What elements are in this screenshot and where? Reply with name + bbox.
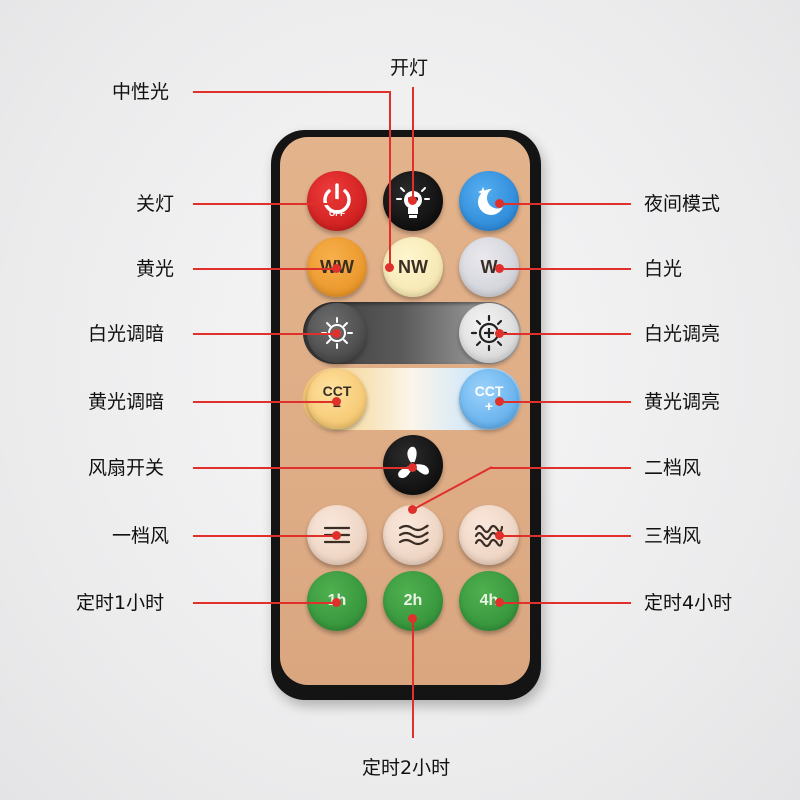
label-warm-dim: 黄光调暗 — [88, 391, 165, 413]
callout-line-neutral — [193, 91, 391, 93]
callout-dot-white-dim — [332, 329, 341, 338]
callout-dot-wind2 — [408, 505, 417, 514]
callout-dot-timer1 — [332, 598, 341, 607]
callout-line-timer1 — [193, 602, 336, 604]
label-wind-speed-1: 一档风 — [112, 525, 170, 547]
label-white-light: 白光 — [644, 258, 683, 280]
label-timer-1h: 定时1小时 — [76, 592, 165, 614]
callout-dot-light-off — [332, 199, 341, 208]
callout-line-wind2 — [490, 467, 631, 469]
label-light-off: 关灯 — [136, 193, 175, 215]
cct-minus-sign: − — [332, 398, 342, 414]
cct-minus-label: CCT − — [323, 384, 352, 414]
callout-dot-warm-dim — [332, 397, 341, 406]
callout-line-wind3 — [499, 535, 631, 537]
callout-line-night — [499, 203, 631, 205]
cct-minus-text: CCT — [322, 383, 352, 399]
label-timer-4h: 定时4小时 — [644, 592, 733, 614]
callout-dot-light-on — [408, 196, 417, 205]
callout-line-timer2 — [412, 618, 414, 738]
callout-line-warm-dim — [193, 401, 336, 403]
timer-2h-label: 2h — [403, 592, 423, 609]
callout-line-warm — [193, 268, 336, 270]
timer-4h-button[interactable]: 4h — [459, 571, 519, 631]
night-mode-button[interactable] — [459, 171, 519, 231]
callout-dot-warm-bright — [495, 397, 504, 406]
callout-dot-neutral — [385, 263, 394, 272]
callout-diagonal-wind2 — [413, 466, 493, 510]
cct-plus-button[interactable]: CCT + — [459, 369, 519, 429]
label-warm-bright: 黄光调亮 — [644, 391, 721, 413]
power-icon: OFF — [307, 171, 367, 231]
nw-label: NW — [398, 256, 428, 277]
label-white-dim: 白光调暗 — [88, 323, 165, 345]
callout-line-light-off — [193, 203, 336, 205]
callout-dot-wind3 — [495, 531, 504, 540]
label-light-on: 开灯 — [390, 57, 429, 79]
callout-line-white-dim — [193, 333, 336, 335]
cct-plus-text: CCT — [474, 383, 504, 399]
wind-speed-2-button[interactable] — [383, 505, 443, 565]
label-wind-speed-2: 二档风 — [644, 457, 702, 479]
label-neutral-light: 中性光 — [112, 81, 170, 103]
cct-plus-label: CCT + — [475, 384, 504, 414]
label-white-bright: 白光调亮 — [644, 323, 721, 345]
callout-dot-fan — [408, 463, 417, 472]
callout-line-neutral-drop — [389, 91, 391, 267]
callout-dot-night — [495, 199, 504, 208]
callout-dot-timer2 — [408, 614, 417, 623]
callout-line-fan — [193, 467, 413, 469]
callout-dot-wind1 — [332, 531, 341, 540]
callout-line-timer4 — [499, 602, 631, 604]
wind-mid-icon — [398, 524, 429, 546]
label-warm-light: 黄光 — [136, 258, 175, 280]
label-wind-speed-3: 三档风 — [644, 525, 702, 547]
white-light-button[interactable]: W — [459, 237, 519, 297]
callout-dot-warm — [332, 264, 341, 273]
callout-line-white-bright — [499, 333, 631, 335]
callout-dot-white-bright — [495, 329, 504, 338]
callout-dot-white — [495, 264, 504, 273]
timer-4h-label: 4h — [479, 592, 499, 609]
callout-line-white — [499, 268, 631, 270]
moon-star-icon — [478, 187, 503, 215]
label-night-mode: 夜间模式 — [644, 193, 721, 215]
callout-dot-timer4 — [495, 598, 504, 607]
callout-line-wind1 — [193, 535, 336, 537]
label-timer-2h: 定时2小时 — [362, 757, 451, 779]
w-label: W — [480, 256, 498, 277]
cct-plus-sign: + — [484, 398, 494, 414]
callout-line-light-on — [412, 87, 414, 200]
callout-line-warm-bright — [499, 401, 631, 403]
label-fan-switch: 风扇开关 — [88, 457, 165, 479]
off-button-label: OFF — [329, 209, 345, 218]
cct-minus-button[interactable]: CCT − — [307, 369, 367, 429]
